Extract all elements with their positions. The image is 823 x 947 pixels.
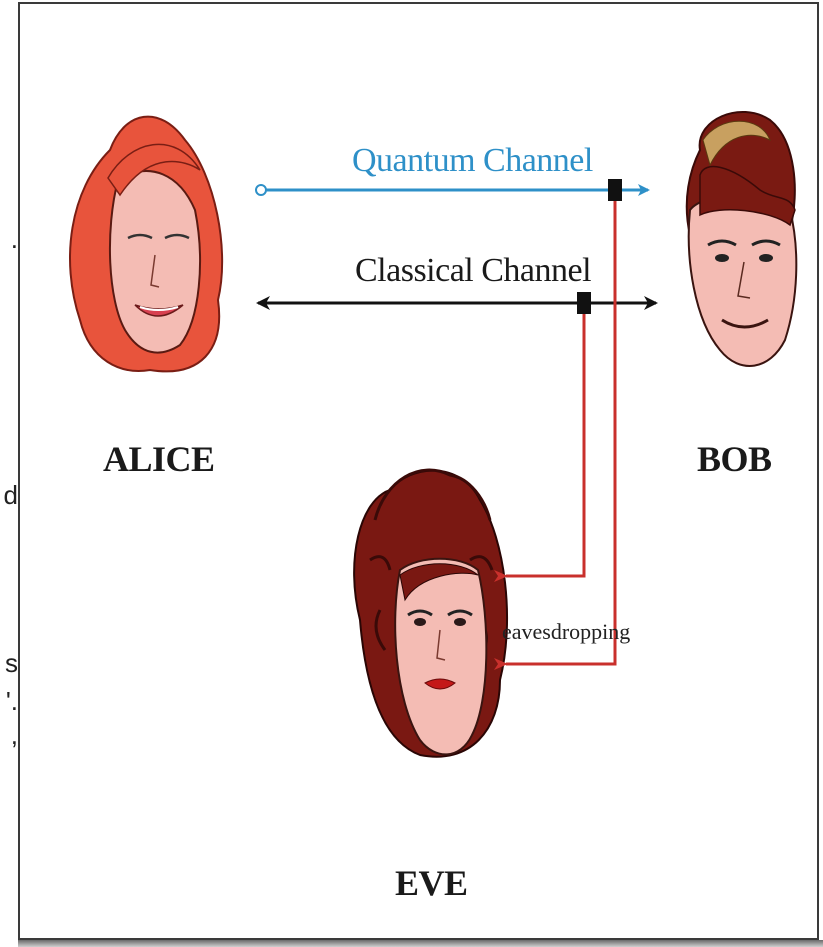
- bob-portrait: [687, 112, 797, 366]
- alice-portrait: [70, 117, 222, 372]
- quantum-channel-label: Quantum Channel: [352, 142, 593, 180]
- quantum-tap-node: [608, 179, 622, 201]
- eve-name: EVE: [395, 862, 468, 904]
- classical-channel-label: Classical Channel: [355, 252, 591, 290]
- eve-portrait: [354, 470, 507, 757]
- bob-name: BOB: [697, 438, 772, 480]
- quantum-source-node: [256, 185, 266, 195]
- alice-name: ALICE: [103, 438, 215, 480]
- eavesdropping-label: eavesdropping: [502, 619, 630, 645]
- classical-tap-node: [577, 292, 591, 314]
- eavesdrop-classical-line: [506, 314, 584, 576]
